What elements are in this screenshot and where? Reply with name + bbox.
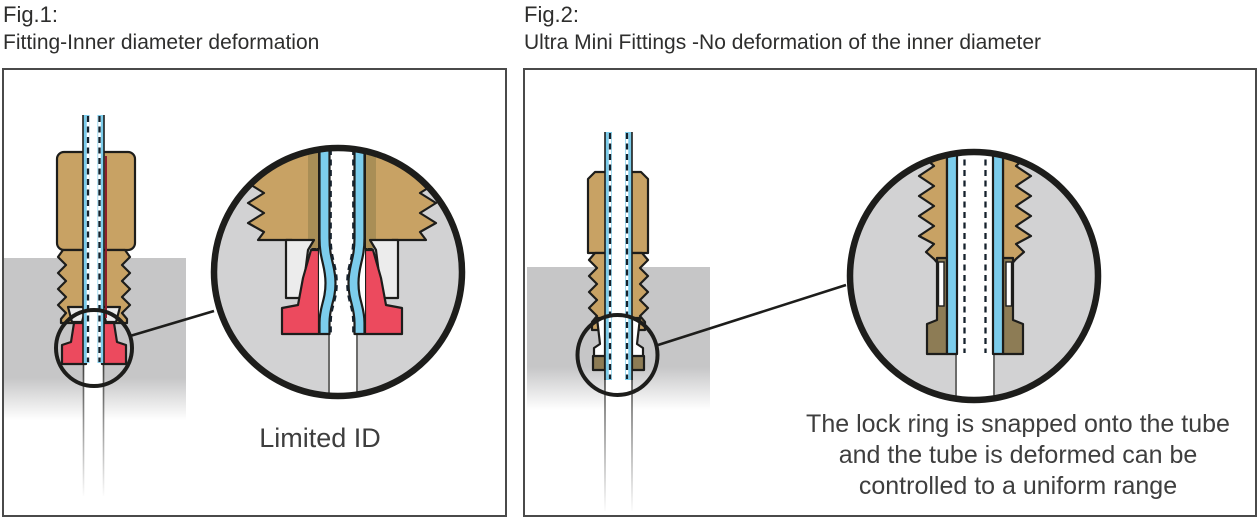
fig2-panel: The lock ring is snapped onto the tube a…	[523, 68, 1257, 517]
tube-wall-left-deformed	[318, 148, 337, 336]
fig2-label: Fig.2:	[524, 2, 580, 27]
fig2-caption-line2: and the tube is deformed can be	[838, 441, 1198, 469]
fig2-caption-line1: The lock ring is snapped onto the tube	[806, 410, 1230, 438]
magnifier-source-circle	[54, 308, 134, 388]
tube-wall-right-deformed	[347, 148, 366, 336]
magnified-detail-circle	[846, 148, 1102, 404]
magnified-detail-content	[917, 152, 1033, 400]
fig1-panel: Limited ID	[2, 68, 507, 517]
tube	[604, 132, 633, 380]
fig2-title: Ultra Mini Fittings -No deformation of t…	[524, 31, 1042, 54]
fig1-title: Fitting-Inner diameter deformation	[3, 31, 320, 54]
fig2-cross-section-diagram	[527, 132, 1102, 511]
fig1-cross-section-diagram	[4, 115, 466, 496]
magnifier-connector-line	[129, 309, 215, 338]
fig1-caption: Limited ID	[259, 423, 381, 453]
magnifier-source-circle	[575, 313, 660, 397]
tube-wall-right-straight	[991, 152, 1005, 356]
tube	[82, 115, 107, 363]
fig1-label: Fig.1:	[3, 2, 59, 27]
magnified-detail-circle	[210, 144, 466, 400]
fig2-caption-line3: controlled to a uniform range	[858, 472, 1178, 500]
magnifier-connector-line	[657, 283, 847, 347]
fig2-caption: The lock ring is snapped onto the tube a…	[787, 409, 1249, 502]
tube-wall-left-straight	[945, 152, 959, 356]
